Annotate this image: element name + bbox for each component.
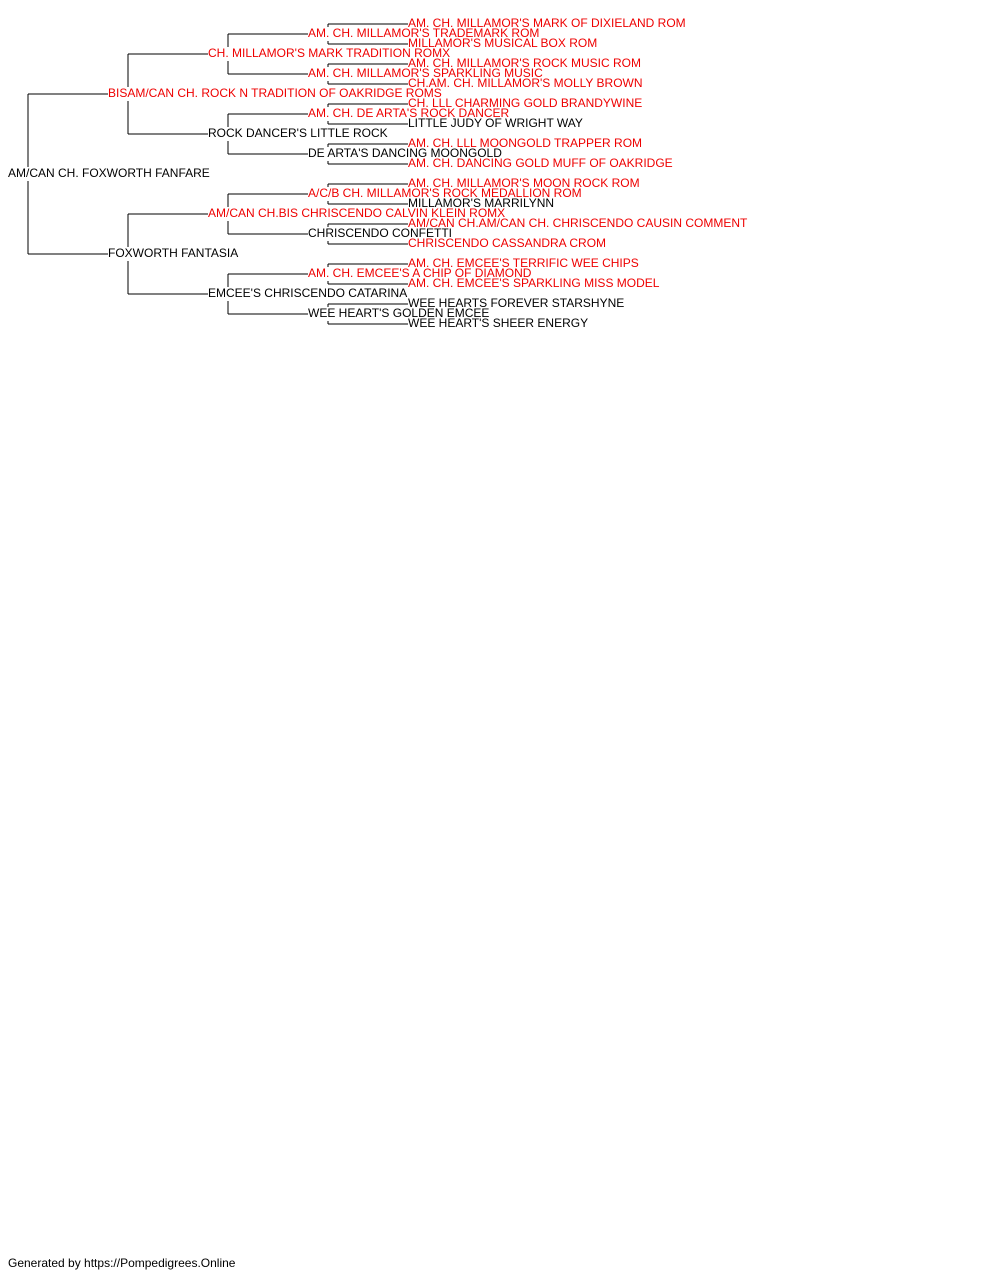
pedigree-name-root-d-d-s-d[interactable]: AM. CH. EMCEE'S SPARKLING MISS MODEL [408,276,660,290]
pedigree-name-root-d-d[interactable]: EMCEE'S CHRISCENDO CATARINA [208,286,407,300]
pedigree-name-labels: AM/CAN CH. FOXWORTH FANFARE BISAM/CAN CH.… [8,16,748,330]
pedigree-name-root-d-d-d[interactable]: WEE HEART'S GOLDEN EMCEE [308,306,489,320]
pedigree-name-root-s-d-s-d[interactable]: LITTLE JUDY OF WRIGHT WAY [408,116,583,130]
pedigree-name-root-d-d-s[interactable]: AM. CH. EMCEE'S A CHIP OF DIAMOND [308,266,532,280]
pedigree-name-root-d-s-d[interactable]: CHRISCENDO CONFETTI [308,226,452,240]
pedigree-name-root-d-d-d-s[interactable]: WEE HEARTS FOREVER STARSHYNE [408,296,624,310]
pedigree-name-root-s[interactable]: BISAM/CAN CH. ROCK N TRADITION OF OAKRID… [108,86,442,100]
pedigree-name-root-d[interactable]: FOXWORTH FANTASIA [108,246,238,260]
pedigree-name-root-d-s[interactable]: AM/CAN CH.BIS CHRISCENDO CALVIN KLEIN RO… [208,206,505,220]
pedigree-name-root-s-s-d-d[interactable]: CH.AM. CH. MILLAMOR'S MOLLY BROWN [408,76,643,90]
pedigree-name-root-d-d-s-s[interactable]: AM. CH. EMCEE'S TERRIFIC WEE CHIPS [408,256,639,270]
pedigree-name-root-s-s-s-d[interactable]: MILLAMOR'S MUSICAL BOX ROM [408,36,597,50]
pedigree-name-root-d-s-s-d[interactable]: MILLAMOR'S MARRILYNN [408,196,554,210]
pedigree-name-root-s-s-d[interactable]: AM. CH. MILLAMOR'S SPARKLING MUSIC [308,66,543,80]
pedigree-name-root-s-d-s-s[interactable]: CH. LLL CHARMING GOLD BRANDYWINE [408,96,642,110]
footer-credit: Generated by https://Pompedigrees.Online [8,1256,236,1270]
pedigree-name-root-s-s-d-s[interactable]: AM. CH. MILLAMOR'S ROCK MUSIC ROM [408,56,641,70]
pedigree-name-root[interactable]: AM/CAN CH. FOXWORTH FANFARE [8,166,210,180]
pedigree-name-root-s-d-d[interactable]: DE ARTA'S DANCING MOONGOLD [308,146,502,160]
pedigree-name-root-d-s-s[interactable]: A/C/B CH. MILLAMOR'S ROCK MEDALLION ROM [308,186,582,200]
pedigree-name-root-s-d[interactable]: ROCK DANCER'S LITTLE ROCK [208,126,388,140]
pedigree-name-root-d-s-d-s[interactable]: AM/CAN CH.AM/CAN CH. CHRISCENDO CAUSIN C… [408,216,748,230]
pedigree-name-root-d-d-d-d[interactable]: WEE HEART'S SHEER ENERGY [408,316,588,330]
pedigree-name-root-s-s-s[interactable]: AM. CH. MILLAMOR'S TRADEMARK ROM [308,26,539,40]
pedigree-name-root-s-s-s-s[interactable]: AM. CH. MILLAMOR'S MARK OF DIXIELAND ROM [408,16,686,30]
pedigree-name-root-s-d-d-s[interactable]: AM. CH. LLL MOONGOLD TRAPPER ROM [408,136,642,150]
pedigree-name-root-s-s[interactable]: CH. MILLAMOR'S MARK TRADITION ROMX [208,46,450,60]
pedigree-connector-lines [27,23,408,325]
pedigree-name-root-s-d-s[interactable]: AM. CH. DE ARTA'S ROCK DANCER [308,106,510,120]
pedigree-name-root-s-d-d-d[interactable]: AM. CH. DANCING GOLD MUFF OF OAKRIDGE [408,156,673,170]
pedigree-name-root-d-s-d-d[interactable]: CHRISCENDO CASSANDRA CROM [408,236,606,250]
pedigree-name-root-d-s-s-s[interactable]: AM. CH. MILLAMOR'S MOON ROCK ROM [408,176,640,190]
